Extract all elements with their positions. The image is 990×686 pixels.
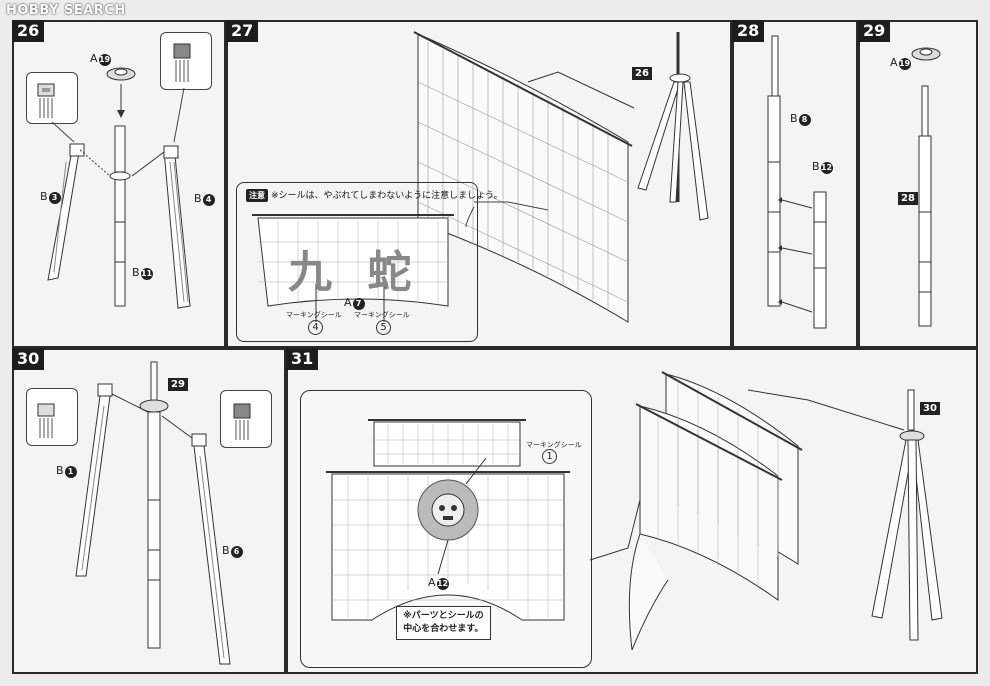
- caution-note: 注意※シールは、やぶれてしまわないように注意しましょう。: [246, 188, 503, 202]
- label-a19: A19: [90, 52, 111, 66]
- sticker-detail-box: [236, 182, 478, 342]
- sticker-label-5: マーキングシール: [354, 311, 410, 319]
- ref-step-28-tag: 28: [898, 192, 918, 205]
- instruction-line-2: 中心を合わせます。: [403, 624, 484, 634]
- step-30-panel: 30: [12, 348, 286, 674]
- watermark-text: HOBBY SEARCH: [6, 3, 126, 18]
- ref-step-30-tag: 30: [920, 402, 940, 415]
- step-26-number: 26: [12, 20, 45, 42]
- step-29-illustration: [911, 47, 941, 327]
- step-29-panel: 29 A19 28: [858, 20, 978, 348]
- step-26-panel: 26: [12, 20, 226, 348]
- instruction-align-center: ※パーツとシールの 中心を合わせます。: [396, 606, 491, 640]
- step-30-illustration: [37, 361, 251, 665]
- step-29-number: 29: [858, 20, 891, 42]
- step-27-panel: 27: [226, 20, 732, 348]
- step-26-illustration: [37, 43, 191, 309]
- step-28-number: 28: [732, 20, 765, 42]
- detail-callout-right: [160, 32, 212, 90]
- label-a19-step29: A19: [890, 56, 911, 70]
- step-30-number: 30: [12, 348, 45, 370]
- ref-step-26-tag: 26: [632, 67, 652, 80]
- sticker-num-1: 1: [542, 449, 557, 464]
- kanji-sticker-text: 九 蛇: [288, 247, 422, 298]
- sticker-label-1: マーキングシール: [526, 441, 582, 449]
- detail-callout-right-30: [220, 390, 272, 448]
- ref-step-29-tag: 29: [168, 378, 188, 391]
- sticker-num-5: 5: [376, 320, 391, 335]
- step-31-illustration: [326, 371, 943, 651]
- sticker-label-4: マーキングシール: [286, 311, 342, 319]
- step-31-number: 31: [286, 348, 319, 370]
- step-28-illustration: [767, 35, 827, 329]
- label-a12: A12: [428, 576, 449, 590]
- sticker-num-4: 4: [308, 320, 323, 335]
- instruction-line-1: ※パーツとシールの: [403, 611, 484, 621]
- step-27-number: 27: [226, 20, 259, 42]
- label-b11: B11: [132, 266, 153, 280]
- step-27-illustration: [252, 31, 709, 323]
- label-b12: B12: [812, 160, 833, 174]
- step-31-panel: 31: [286, 348, 978, 674]
